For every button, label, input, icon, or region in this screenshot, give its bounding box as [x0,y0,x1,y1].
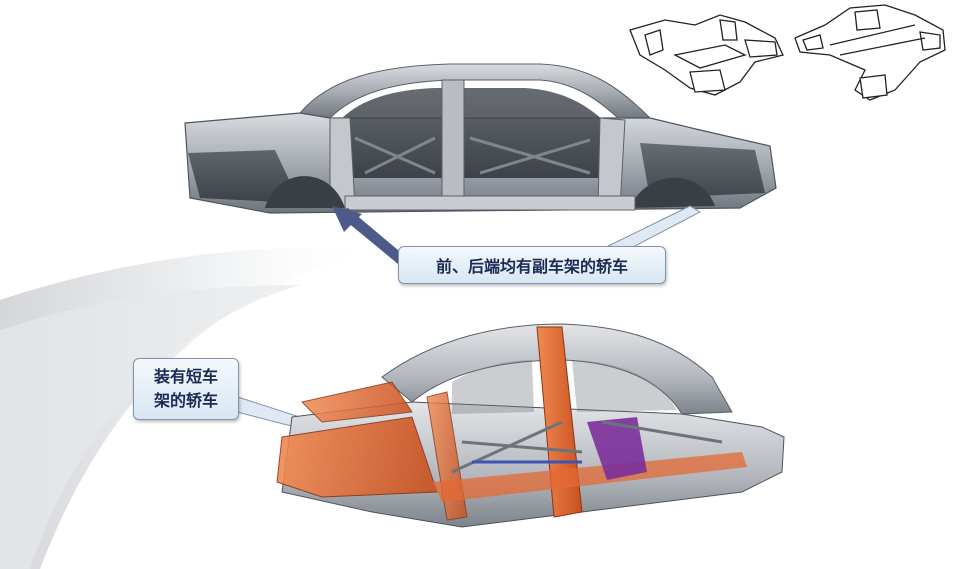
callout-short-frame-line2: 架的轿车 [153,391,218,410]
callout-short-frame-line1: 装有短车 [153,367,218,386]
bottom-car-image [276,323,785,528]
callout-front-rear-subframe: 前、后端均有副车架的轿车 [398,246,666,284]
subframe-drawings-image [629,4,946,101]
callout-front-rear-subframe-text: 前、后端均有副车架的轿车 [435,257,628,276]
top-car-image [184,63,777,214]
callout-short-frame: 装有短车 架的轿车 [133,358,239,420]
